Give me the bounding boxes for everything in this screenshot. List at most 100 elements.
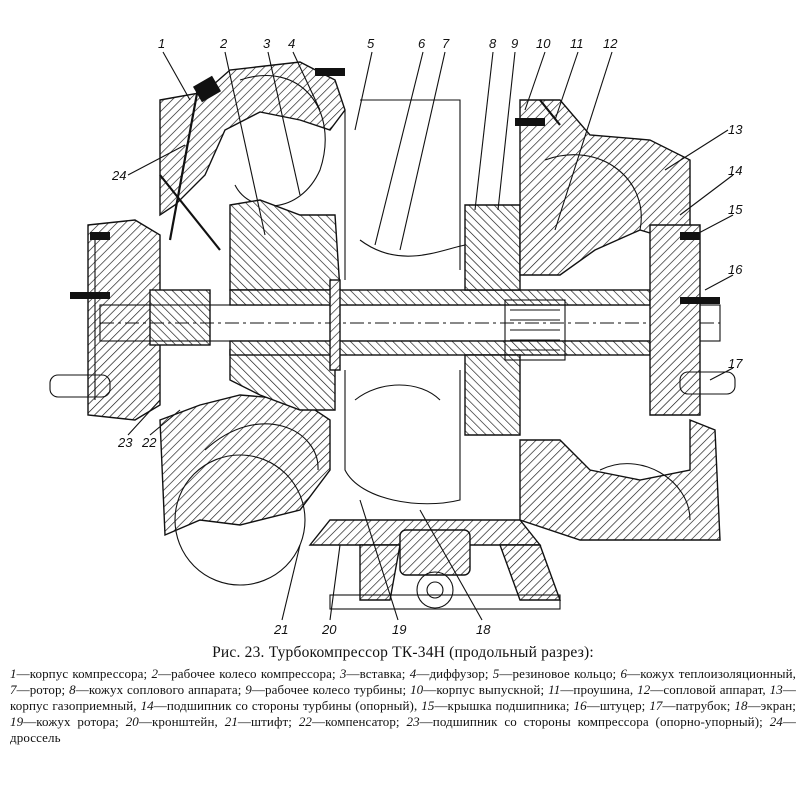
callout-16: 16 xyxy=(728,262,743,277)
callout-5: 5 xyxy=(367,36,375,51)
legend-item-text: —штуцер; xyxy=(586,698,646,713)
legend-item: 18—экран; xyxy=(734,698,796,713)
legend-item: 11—проушина, xyxy=(548,682,633,697)
legend-item-number: 17 xyxy=(649,698,663,713)
legend-item: 7—ротор; xyxy=(10,682,65,697)
legend-item-text: —подшипник со стороны компрессора (опорн… xyxy=(419,714,763,729)
callout-4: 4 xyxy=(288,36,295,51)
callout-15: 15 xyxy=(728,202,743,217)
legend-item-number: 11 xyxy=(548,682,561,697)
legend-item: 8—кожух соплового аппарата; xyxy=(69,682,241,697)
legend-item-number: 4 xyxy=(409,666,417,681)
legend-item-number: 2 xyxy=(151,666,159,681)
compressor-end-cover xyxy=(49,75,222,421)
legend-item: 5—резиновое кольцо; xyxy=(493,666,616,681)
legend-item-text: —штифт; xyxy=(237,714,292,729)
turbocharger-section-drawing: 1 2 3 4 5 6 7 8 9 10 11 12 13 14 15 16 1… xyxy=(49,36,743,637)
legend-item-text: —кронштейн, xyxy=(138,714,218,729)
legend-item-text: —дроссель xyxy=(10,714,796,745)
legend-item: 13—корпус газоприемный, xyxy=(10,682,796,713)
legend-item-number: 18 xyxy=(734,698,748,713)
legend-item: 6—кожух теплоизоляционный, xyxy=(621,666,797,681)
legend-item: 20—кронштейн, xyxy=(126,714,218,729)
figure-caption: Рис. 23. Турбокомпрессор ТК-34Н (продоль… xyxy=(212,644,594,661)
legend-item: 19—кожух ротора; xyxy=(10,714,119,729)
legend-item: 4—диффузор; xyxy=(410,666,489,681)
callout-10: 10 xyxy=(536,36,551,51)
callout-11: 11 xyxy=(570,36,584,51)
legend-item-number: 7 xyxy=(10,682,17,697)
legend-item-text: —корпус газоприемный, xyxy=(10,682,796,713)
legend-item: 21—штифт; xyxy=(225,714,292,729)
legend-item-number: 20 xyxy=(125,714,139,729)
legend-item-number: 12 xyxy=(637,682,651,697)
callout-8: 8 xyxy=(489,36,497,51)
legend-item-text: —корпус выпускной; xyxy=(423,682,545,697)
legend-item-text: —кожух теплоизоляционный, xyxy=(627,666,797,681)
callout-21: 21 xyxy=(273,622,288,637)
legend-item: 17—патрубок; xyxy=(649,698,730,713)
legend-item: 22—компенсатор; xyxy=(299,714,400,729)
callout-18: 18 xyxy=(476,622,491,637)
callout-9: 9 xyxy=(511,36,518,51)
legend-item-number: 6 xyxy=(620,666,628,681)
legend-item-text: —вставка; xyxy=(346,666,406,681)
callout-22: 22 xyxy=(141,435,157,450)
callout-13: 13 xyxy=(728,122,743,137)
legend-item-number: 3 xyxy=(339,666,347,681)
legend-item-text: —компенсатор; xyxy=(312,714,400,729)
figure-legend: 1—корпус компрессора; 2—рабочее колесо к… xyxy=(10,666,796,746)
callout-24: 24 xyxy=(111,168,126,183)
legend-item-number: 1 xyxy=(10,666,17,681)
legend-item-text: —крышка подшипника; xyxy=(434,698,570,713)
legend-item-number: 19 xyxy=(10,714,24,729)
legend-item: 24—дроссель xyxy=(10,714,796,745)
legend-item-number: 9 xyxy=(245,682,252,697)
legend-item: 10—корпус выпускной; xyxy=(410,682,544,697)
legend-item-text: —ротор; xyxy=(16,682,66,697)
legend-item-text: —рабочее колесо турбины; xyxy=(251,682,407,697)
legend-item-text: —резиновое кольцо; xyxy=(499,666,617,681)
legend-item-text: —рабочее колесо компрессора; xyxy=(158,666,336,681)
legend-item-text: —кожух ротора; xyxy=(23,714,119,729)
legend-item-number: 5 xyxy=(492,666,500,681)
legend-item-number: 14 xyxy=(140,698,154,713)
legend-item: 1—корпус компрессора; xyxy=(10,666,147,681)
legend-item-text: —корпус компрессора; xyxy=(16,666,148,681)
legend-item: 2—рабочее колесо компрессора; xyxy=(151,666,335,681)
callout-17: 17 xyxy=(728,356,743,371)
legend-item-number: 16 xyxy=(573,698,587,713)
legend-item-number: 24 xyxy=(769,714,783,729)
callout-23: 23 xyxy=(117,435,133,450)
legend-item: 3—вставка; xyxy=(340,666,406,681)
legend-item-number: 8 xyxy=(69,682,76,697)
flange-bolts xyxy=(70,68,720,304)
legend-item: 14—подшипник со стороны турбины (опорный… xyxy=(141,698,418,713)
legend-item-number: 13 xyxy=(769,682,783,697)
legend-item-text: —подшипник со стороны турбины (опорный), xyxy=(153,698,418,713)
legend-item-text: —сопловой аппарат, xyxy=(650,682,766,697)
legend-item: 12—сопловой аппарат, xyxy=(637,682,766,697)
legend-item-text: —патрубок; xyxy=(662,698,731,713)
legend-item-text: —диффузор; xyxy=(416,666,489,681)
callout-6: 6 xyxy=(418,36,426,51)
legend-item: 9—рабочее колесо турбины; xyxy=(245,682,406,697)
callout-numbers: 1 2 3 4 5 6 7 8 9 10 11 12 13 14 15 16 1… xyxy=(111,36,743,637)
rotor-assembly xyxy=(99,279,721,371)
turbine-housing xyxy=(519,99,736,541)
legend-item-number: 10 xyxy=(410,682,424,697)
turbine-wheel xyxy=(464,204,566,436)
legend-item-text: —экран; xyxy=(747,698,796,713)
legend-item-number: 21 xyxy=(224,714,238,729)
callout-3: 3 xyxy=(263,36,271,51)
callout-2: 2 xyxy=(219,36,228,51)
legend-item: 16—штуцер; xyxy=(574,698,646,713)
legend-item-text: —кожух соплового аппарата; xyxy=(75,682,242,697)
central-casings xyxy=(308,99,561,610)
legend-item-number: 22 xyxy=(298,714,313,729)
legend-item-number: 23 xyxy=(406,714,420,729)
legend-item: 23—подшипник со стороны компрессора (опо… xyxy=(406,714,762,729)
callout-12: 12 xyxy=(603,36,618,51)
callout-1: 1 xyxy=(158,36,165,51)
figure-caption-block: Рис. 23. Турбокомпрессор ТК-34Н (продоль… xyxy=(10,644,796,746)
